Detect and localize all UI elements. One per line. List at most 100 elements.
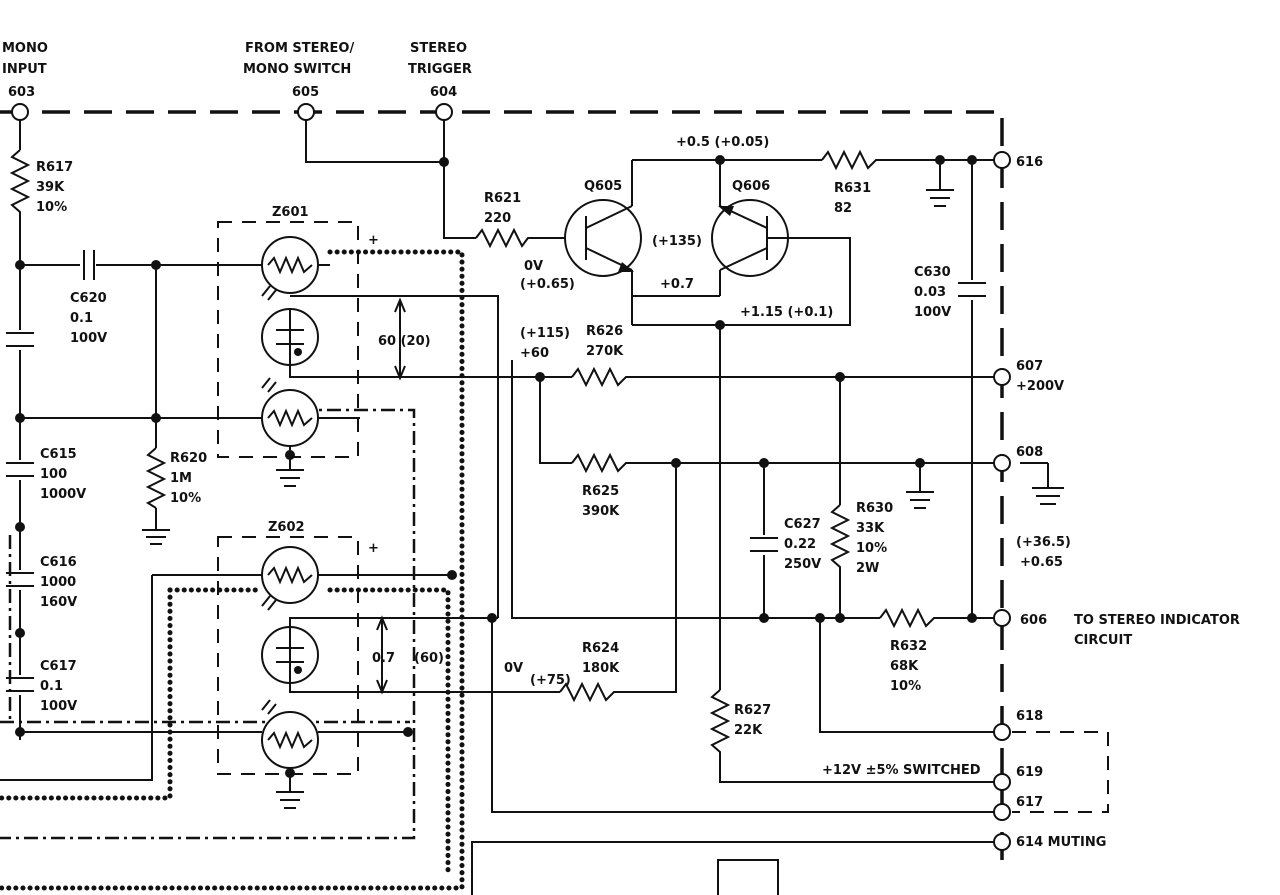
lamp2-voltage-a: 0.7 [372,651,395,666]
z601-ground [276,446,304,487]
r624-resistor [559,681,628,703]
c630-value: 0.03 [914,285,946,300]
c617-voltage: 100V [40,699,77,714]
coupling-capacitor [6,332,34,347]
r632-ref: R632 [890,639,927,654]
r621-value: 220 [484,211,511,226]
c630-voltage: 100V [914,305,951,320]
z601-photoresistor-top [261,236,330,301]
r630-resistor [829,504,851,618]
top-bus-voltage: +0.5 (+0.05) [676,135,769,150]
option-box-outline [1012,731,1109,813]
lamp2-voltage-b: (60) [414,651,444,666]
stereo-trigger-pin: 604 [430,85,457,100]
c627-voltage: 250V [784,557,821,572]
c615-value: 100 [40,467,67,482]
c620-capacitor [83,250,95,280]
terminals [11,103,1011,851]
r626-left-voltage-2: +60 [520,346,549,361]
r625-resistor [571,452,995,474]
terminal-607-voltage: +200V [1016,379,1064,394]
r617-resistor [9,149,31,218]
r626-ref: R626 [586,324,623,339]
c627-capacitor [750,537,778,552]
ground-left [142,529,170,545]
r624-ref: R624 [582,641,619,656]
r621-ref: R621 [484,191,521,206]
c617-value: 0.1 [40,679,63,694]
r630-ref: R630 [856,501,893,516]
r620-resistor [145,447,167,509]
terminal-606: 606 [1020,613,1047,628]
z601-ref: Z601 [272,205,309,220]
r625-ref: R625 [582,484,619,499]
left-wiring [19,120,262,740]
z602-plus: + [368,541,379,556]
switched-supply-label: +12V ±5% SWITCHED [822,763,981,778]
r620-ref: R620 [170,451,207,466]
r626-resistor [571,366,995,388]
c616-value: 1000 [40,575,76,590]
terminal-618: 618 [1016,709,1043,724]
r617-tol: 10% [36,200,67,215]
q606-output-voltage: +1.15 (+0.1) [740,305,833,320]
c617-ref: C617 [40,659,77,674]
terminal-607: 607 [1016,359,1043,374]
stereo-switch-label-1: FROM STEREO/ [245,41,354,56]
r627-ref: R627 [734,703,771,718]
r631-ref: R631 [834,181,871,196]
mono-input-label-1: MONO [2,41,48,56]
terminal-606-desc-2: CIRCUIT [1074,633,1132,648]
r630-tol: 10% [856,541,887,556]
r631-value: 82 [834,201,852,216]
mono-input-label-2: INPUT [2,62,47,77]
r631-resistor [821,149,995,171]
right-voltage-1: (+36.5) [1016,535,1071,550]
z601-photoresistor-bottom [261,377,360,447]
c616-capacitor [6,572,34,587]
r625-value: 390K [582,504,620,519]
terminal-608: 608 [1016,445,1043,460]
r620-tol: 10% [170,491,201,506]
r626-value: 270K [586,344,624,359]
junction-dots [15,155,977,737]
z601-plus: + [368,233,379,248]
terminal-617: 617 [1016,795,1043,810]
c616-voltage: 160V [40,595,77,610]
terminal-619: 619 [1016,765,1043,780]
c630-ref: C630 [914,265,951,280]
ground-616 [926,160,954,207]
r620-value: 1M [170,471,192,486]
r627-resistor [709,689,995,783]
base-voltage-0v: 0V [524,259,543,274]
stereo-trigger-label-1: STEREO [410,41,467,56]
stereo-trigger-label-2: TRIGGER [408,62,472,77]
z602-ground [276,768,304,809]
r621-resistor [475,227,564,249]
stereo-switch-label-2: MONO SWITCH [243,62,351,77]
q606-ref: Q606 [732,179,770,194]
c627-value: 0.22 [784,537,816,552]
mono-input-pin: 603 [8,85,35,100]
z601-neon-lamp [261,308,319,366]
terminal-616: 616 [1016,155,1043,170]
r624-left-voltage-b: (+75) [530,673,571,688]
terminal-614-muting: 614 MUTING [1016,835,1106,850]
c620-ref: C620 [70,291,107,306]
r627-value: 22K [734,723,763,738]
z602-neon-lamp [261,626,319,684]
r630-power: 2W [856,561,879,576]
q605-ref: Q605 [584,179,622,194]
lamp1-voltage: 60 (20) [378,334,431,349]
z602-outline [217,536,359,775]
c615-capacitor [6,462,34,477]
ground-mid [906,463,934,509]
z602-photoresistor-bottom [261,699,319,769]
c616-ref: C616 [40,555,77,570]
stereo-switch-pin: 605 [292,85,319,100]
base-voltage-alt: (+0.65) [520,277,575,292]
emitter-voltage: (+135) [652,234,702,249]
r632-tol: 10% [890,679,921,694]
r624-value: 180K [582,661,620,676]
